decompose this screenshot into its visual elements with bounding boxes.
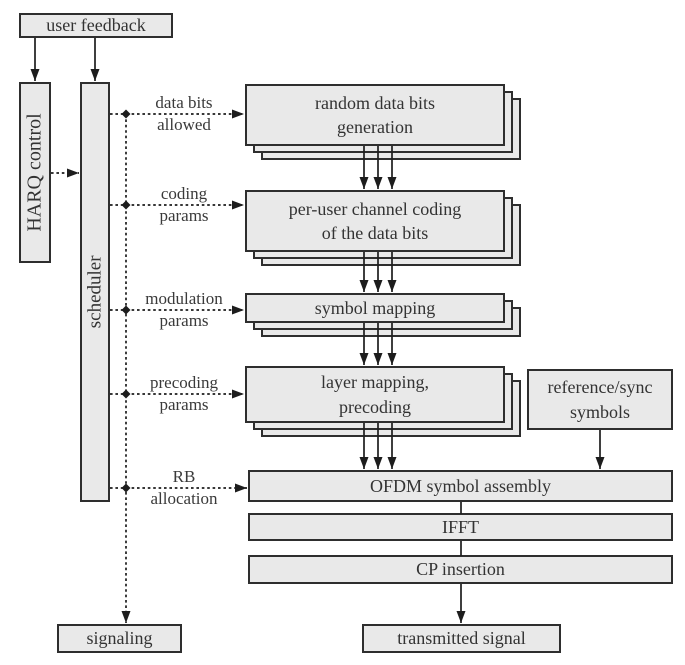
user-feedback-label: user feedback xyxy=(46,15,146,36)
data-bits-allowed-label: data bits allowed xyxy=(155,93,213,134)
random-bits-box: random data bits generation xyxy=(245,84,505,146)
ofdm-assembly-box: OFDM symbol assembly xyxy=(248,470,673,502)
harq-control-label: HARQ control xyxy=(23,113,46,232)
junction-modulation xyxy=(121,305,131,315)
junction-coding xyxy=(121,200,131,210)
junction-precoding xyxy=(121,389,131,399)
cp-insertion-label: CP insertion xyxy=(416,559,505,580)
layer-mapping-box: layer mapping, precoding xyxy=(245,366,505,423)
channel-coding-box: per-user channel coding of the data bits xyxy=(245,190,505,252)
reference-sync-box: reference/sync symbols xyxy=(527,369,673,430)
junction-databits xyxy=(121,109,131,119)
symbol-mapping-stage: symbol mapping xyxy=(245,293,521,337)
ifft-box: IFFT xyxy=(248,513,673,541)
ofdm-assembly-label: OFDM symbol assembly xyxy=(369,475,551,496)
symbol-mapping-label: symbol mapping xyxy=(314,297,436,318)
ifft-label: IFFT xyxy=(441,516,479,537)
coding-params-label: coding params xyxy=(159,184,209,225)
precoding-params-label: precoding params xyxy=(150,373,218,414)
reference-sync-label: reference/sync symbols xyxy=(547,377,653,422)
transmitted-signal-label: transmitted signal xyxy=(397,628,526,649)
signaling-label: signaling xyxy=(86,628,153,649)
random-bits-stage: random data bits generation xyxy=(245,84,521,160)
user-feedback-box: user feedback xyxy=(19,13,173,38)
transmitted-signal-box: transmitted signal xyxy=(362,624,561,653)
junction-dots xyxy=(121,109,131,493)
junction-rb xyxy=(121,483,131,493)
signaling-box: signaling xyxy=(57,624,182,653)
random-bits-label: random data bits generation xyxy=(315,92,435,137)
modulation-params-label: modulation params xyxy=(145,289,223,330)
channel-coding-label: per-user channel coding of the data bits xyxy=(288,198,462,243)
layer-mapping-label: layer mapping, precoding xyxy=(321,372,429,417)
layer-mapping-stage: layer mapping, precoding xyxy=(245,366,521,437)
rb-allocation-label: RB allocation xyxy=(150,467,218,508)
scheduler-label: scheduler xyxy=(84,255,106,329)
symbol-mapping-box: symbol mapping xyxy=(245,293,505,323)
channel-coding-stage: per-user channel coding of the data bits xyxy=(245,190,521,266)
harq-control-box: HARQ control xyxy=(19,82,51,263)
cp-insertion-box: CP insertion xyxy=(248,555,673,584)
scheduler-box: scheduler xyxy=(80,82,110,502)
